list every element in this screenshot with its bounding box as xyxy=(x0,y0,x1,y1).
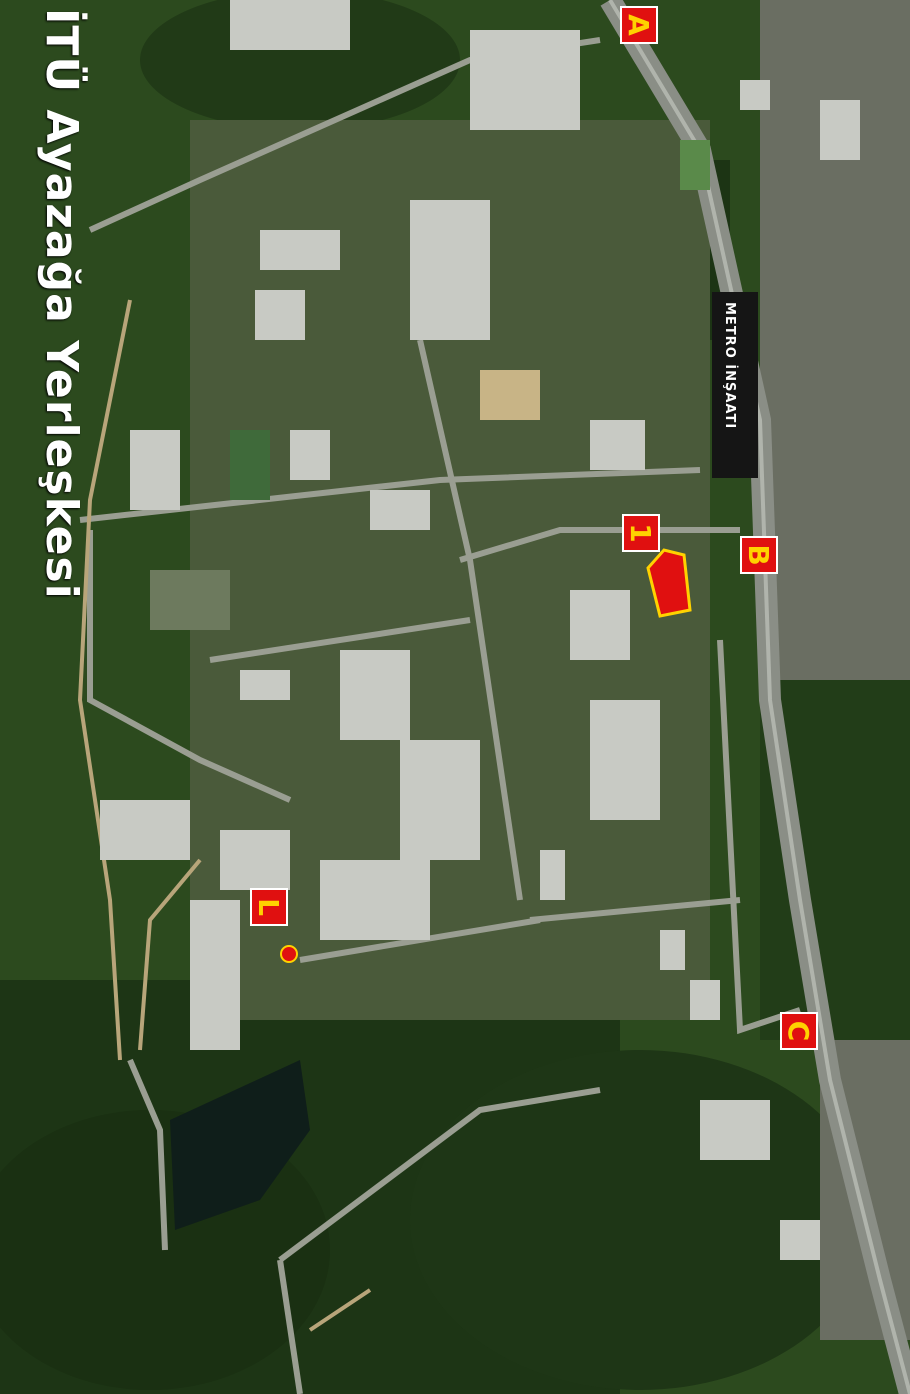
metro-label-text: METRO İNŞAATI xyxy=(722,302,737,430)
location-l-marker[interactable]: L xyxy=(250,888,288,926)
metro-construction-label: METRO İNŞAATI xyxy=(712,292,758,478)
highlighted-building xyxy=(646,548,692,618)
map-title: İTÜ Ayazağa Yerleşkesi xyxy=(36,8,87,600)
location-1-marker[interactable]: 1 xyxy=(622,514,660,552)
location-dot xyxy=(280,945,298,963)
gate-c-marker[interactable]: C xyxy=(780,1012,818,1050)
gate-b-marker[interactable]: B xyxy=(740,536,778,574)
gate-a-marker[interactable]: A xyxy=(620,6,658,44)
